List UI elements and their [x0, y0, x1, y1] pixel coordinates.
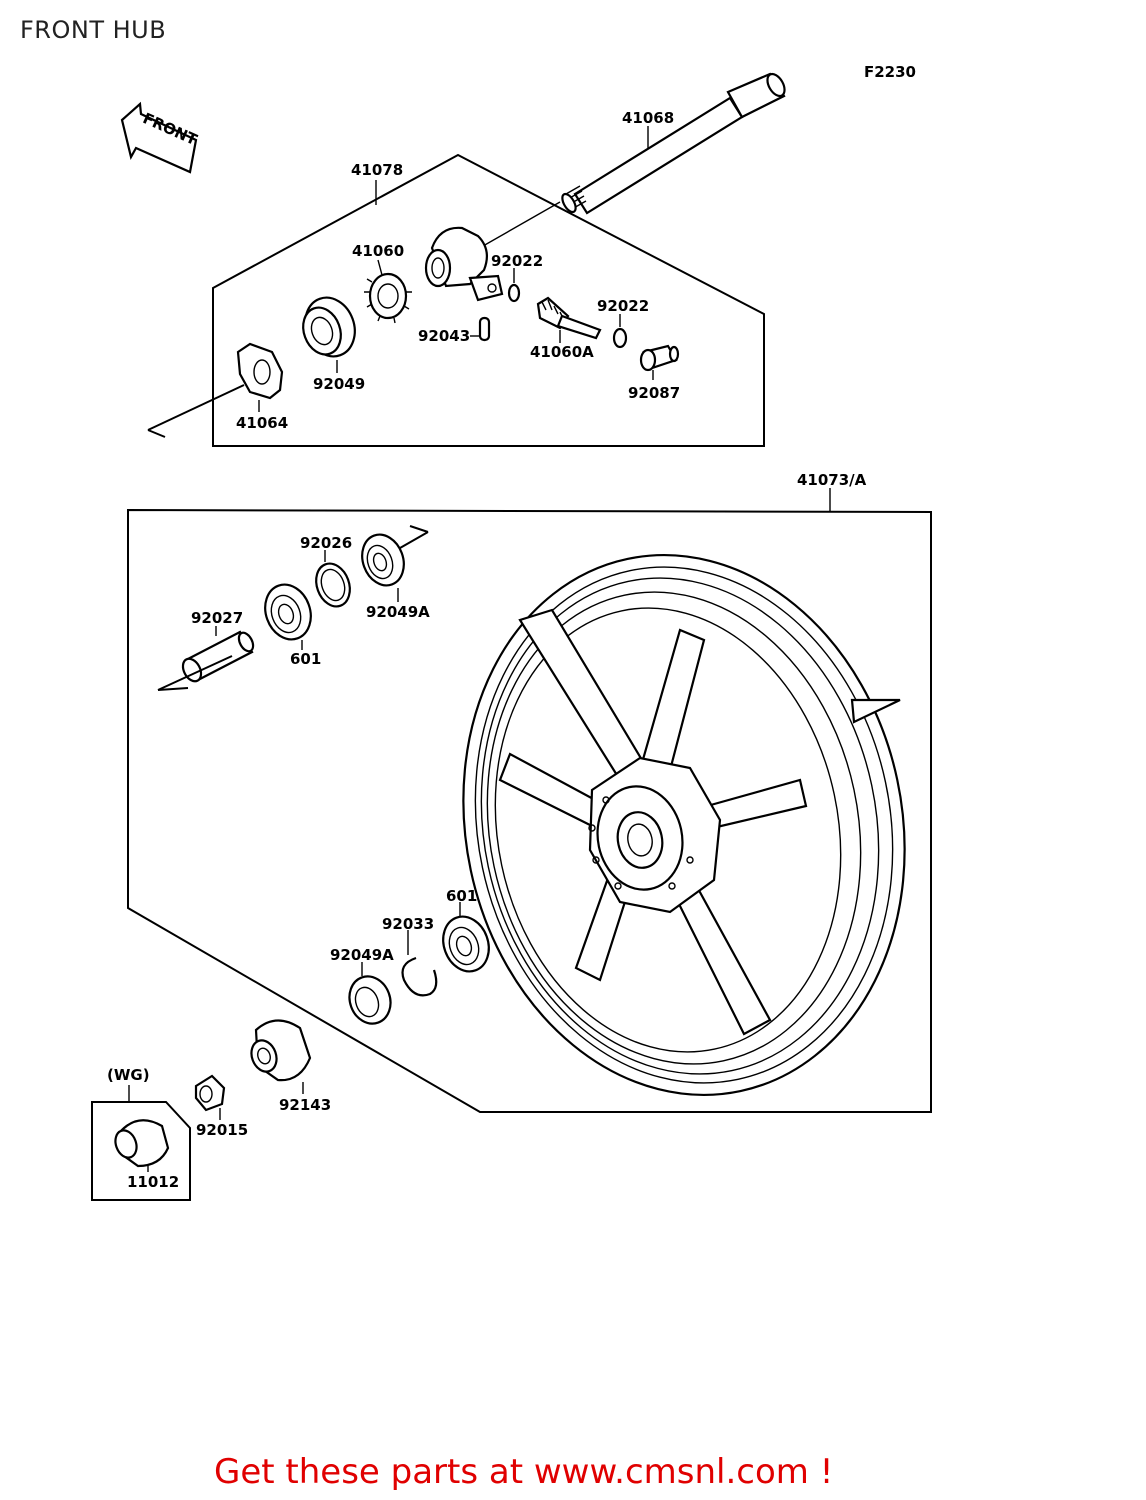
label-41068: 41068: [622, 109, 674, 127]
label-601-upper: 601: [290, 650, 321, 668]
cap-11012: [114, 1119, 170, 1172]
figure-code: F2230: [864, 63, 916, 81]
label-92022-upper: 92022: [491, 252, 543, 270]
label-41060A: 41060A: [530, 343, 594, 361]
bearing-601-upper: [264, 583, 312, 650]
label-92143: 92143: [279, 1096, 331, 1114]
pinion-gear-41060A: [536, 296, 602, 343]
label-92027: 92027: [191, 609, 243, 627]
pin-92043: [470, 316, 491, 342]
footer-promo-link[interactable]: Get these parts at www.cmsnl.com !: [214, 1452, 834, 1492]
label-92049: 92049: [313, 375, 365, 393]
cast-wheel-part: [462, 554, 906, 1096]
gear-housing-part: [424, 201, 561, 302]
oil-seal-92049A-upper: [361, 525, 429, 602]
label-92015: 92015: [196, 1121, 248, 1139]
ring-92026: [315, 550, 351, 608]
label-601-lower: 601: [446, 887, 477, 905]
label-92043: 92043: [418, 327, 470, 345]
label-92022-lower: 92022: [597, 297, 649, 315]
label-41060: 41060: [352, 242, 404, 260]
front-direction-arrow-icon: FRONT: [120, 101, 201, 174]
oil-seal-92049: [302, 296, 356, 373]
bushing-92087: [639, 344, 680, 380]
label-41064: 41064: [236, 414, 288, 432]
wg-variant-box: [91, 1085, 191, 1201]
label-92087: 92087: [628, 384, 680, 402]
bearing-601-lower: [442, 902, 490, 973]
speedometer-gear-part: [364, 259, 412, 324]
label-92049A-lower: 92049A: [330, 946, 394, 964]
collar-92143: [250, 1019, 312, 1094]
front-hub-exploded-diagram: F2230 FRONT 41068 41078 41060: [91, 63, 932, 1201]
wheel-assembly-frame: [127, 488, 932, 1113]
upper-assembly-frame: [147, 153, 765, 447]
axle-part: [561, 72, 786, 215]
washer-92022-upper: [507, 268, 521, 303]
circlip-92033: [401, 930, 438, 997]
washer-92022-lower: [612, 314, 628, 349]
label-wg: (WG): [107, 1066, 150, 1084]
label-92033: 92033: [382, 915, 434, 933]
nut-92015: [194, 1074, 226, 1120]
label-92049A-upper: 92049A: [366, 603, 430, 621]
label-41073A: 41073/A: [797, 471, 867, 489]
label-41078: 41078: [351, 161, 403, 179]
retainer-41064: [236, 342, 284, 412]
label-11012: 11012: [127, 1173, 179, 1191]
label-92026: 92026: [300, 534, 352, 552]
spacer-92027: [157, 626, 255, 691]
page-title: FRONT HUB: [20, 16, 167, 44]
oil-seal-92049A-lower: [348, 962, 392, 1025]
